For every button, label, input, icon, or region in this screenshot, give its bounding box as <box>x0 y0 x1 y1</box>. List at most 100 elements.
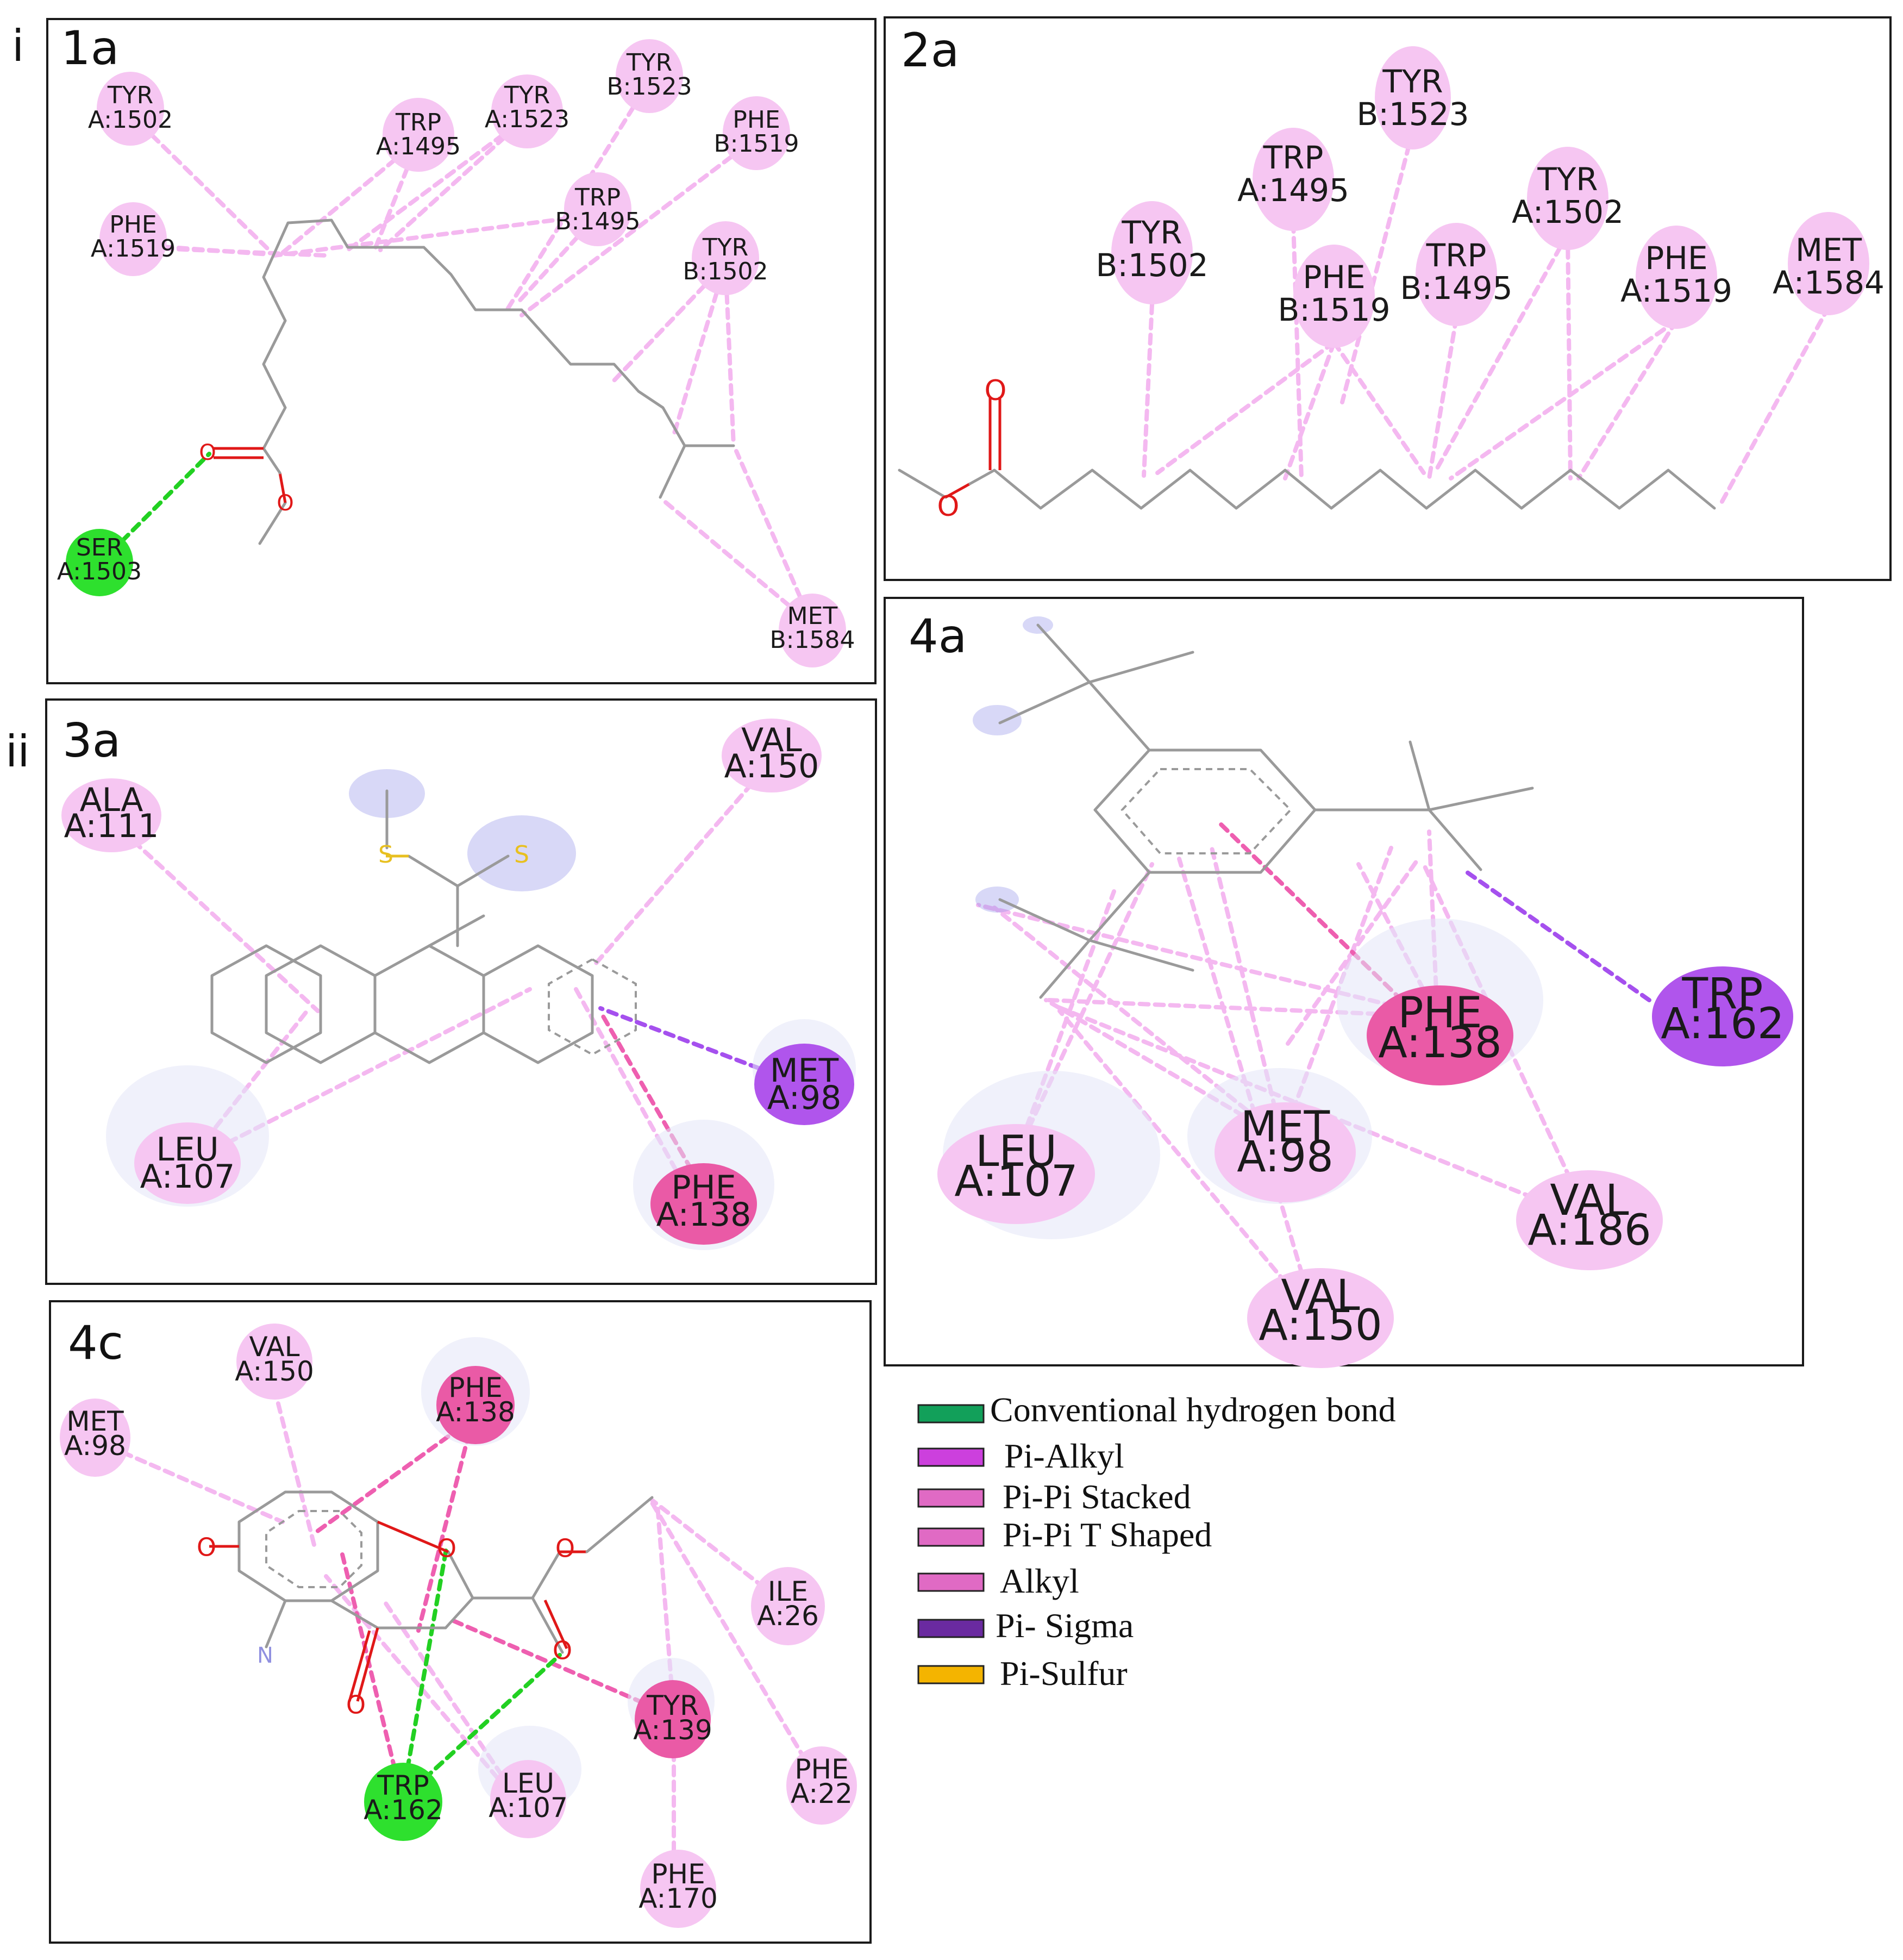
svg-text:MET: MET <box>1795 232 1862 269</box>
residue-trp-a162: TRP A:162 <box>364 1763 443 1841</box>
svg-text:A:1503: A:1503 <box>57 558 142 585</box>
svg-text:A:107: A:107 <box>140 1158 235 1196</box>
svg-text:A:98: A:98 <box>64 1430 126 1462</box>
panel-2a-interactions <box>1142 128 1831 508</box>
svg-text:B:1495: B:1495 <box>555 208 641 235</box>
oxygen-atom: O <box>937 490 960 523</box>
svg-text:VAL: VAL <box>1281 1271 1360 1320</box>
svg-text:B:1502: B:1502 <box>1096 247 1209 284</box>
oxygen-atom: O <box>555 1534 575 1563</box>
svg-text:B:1519: B:1519 <box>714 130 799 158</box>
svg-text:A:1495: A:1495 <box>376 133 461 160</box>
sulfur-atom: S <box>378 841 393 869</box>
residue-ile-a26: ILE A:26 <box>751 1567 825 1645</box>
svg-text:A:26: A:26 <box>757 1600 819 1632</box>
svg-text:A:138: A:138 <box>1378 1019 1501 1068</box>
panel-label-1a: 1a <box>61 21 119 76</box>
residue-tyr-b1502: TYR B:1502 <box>1096 201 1209 304</box>
panel-1a-interactions <box>98 79 815 627</box>
residue-tyr-a1502: TYR A:1502 <box>1512 147 1624 250</box>
panel-4a-residues: PHE A:138 TRP A:162 LEU A:107 MET A:98 V… <box>937 966 1793 1368</box>
svg-text:A:138: A:138 <box>436 1396 515 1428</box>
svg-text:TYR: TYR <box>1537 161 1598 198</box>
panel-label-3a: 3a <box>62 714 121 768</box>
svg-text:A:22: A:22 <box>791 1778 853 1809</box>
svg-text:B:1523: B:1523 <box>607 73 692 101</box>
svg-text:Conventional hydrogen bond: Conventional hydrogen bond <box>990 1390 1396 1429</box>
residue-trp-b1495: TRP B:1495 <box>555 172 641 246</box>
svg-text:A:1584: A:1584 <box>1773 264 1885 301</box>
oxygen-atom: O <box>277 491 293 516</box>
residue-val-a150: VAL A:150 <box>1247 1268 1394 1368</box>
svg-text:VAL: VAL <box>249 1331 299 1363</box>
svg-text:TRP: TRP <box>1426 237 1487 274</box>
residue-val-a186: VAL A:186 <box>1516 1170 1663 1270</box>
residue-tyr-b1523: TYR B:1523 <box>607 39 692 113</box>
svg-text:A:1519: A:1519 <box>91 235 176 263</box>
legend-item-conventional-hydrogen-bond: Conventional hydrogen bond <box>917 1390 1396 1429</box>
svg-text:A:186: A:186 <box>1528 1206 1651 1255</box>
residue-trp-b1495: TRP B:1495 <box>1400 223 1512 326</box>
oxygen-atom: O <box>553 1636 572 1665</box>
panel-label-4c: 4c <box>68 1316 123 1370</box>
svg-text:LEU: LEU <box>502 1768 554 1799</box>
legend-item-pi-alkyl: Pi-Alkyl <box>917 1437 1124 1475</box>
legend-item-pi-sulfur: Pi-Sulfur <box>917 1654 1128 1693</box>
residue-met-b1584: MET B:1584 <box>770 594 855 667</box>
panel-label-4a: 4a <box>909 609 967 664</box>
svg-text:PHE: PHE <box>671 1169 736 1207</box>
svg-text:TRP: TRP <box>1263 139 1324 176</box>
svg-text:PHE: PHE <box>448 1372 502 1403</box>
residue-met-a98: MET A:98 <box>60 1399 130 1477</box>
residue-tyr-a1502: TYR A:1502 <box>88 72 173 146</box>
svg-text:A:107: A:107 <box>489 1792 568 1824</box>
oxygen-atom: O <box>437 1534 456 1563</box>
section-label-i: i <box>12 21 24 71</box>
svg-text:ALA: ALA <box>80 781 143 819</box>
svg-text:A:1523: A:1523 <box>485 105 569 133</box>
svg-text:PHE: PHE <box>109 211 157 239</box>
svg-text:MET: MET <box>66 1406 124 1437</box>
svg-text:PHE: PHE <box>794 1753 848 1785</box>
panel-3a-residues: ALA A:111 VAL A:150 MET A:98 LEU A:107 P… <box>61 719 854 1245</box>
legend-item-pi-sigma: Pi- Sigma <box>917 1606 1134 1645</box>
panel-2a-frame <box>884 16 1892 581</box>
residue-phe-a138: PHE A:138 <box>436 1366 515 1444</box>
svg-text:MET: MET <box>770 1052 839 1090</box>
svg-text:TYR: TYR <box>1121 214 1182 251</box>
panel-4c-frame <box>49 1300 872 1944</box>
svg-text:TYR: TYR <box>646 1690 699 1721</box>
sulfur-atom: S <box>514 841 529 869</box>
residue-trp-a162: TRP A:162 <box>1652 966 1793 1066</box>
svg-text:B:1502: B:1502 <box>683 258 768 285</box>
svg-text:A:162: A:162 <box>1661 1000 1784 1048</box>
panel-1a-frame <box>46 18 877 684</box>
residue-met-a1584: MET A:1584 <box>1773 212 1885 315</box>
svg-text:TRP: TRP <box>395 109 441 136</box>
svg-text:PHE: PHE <box>733 106 780 134</box>
residue-tyr-a1523: TYR A:1523 <box>485 74 569 148</box>
panel-1a-residues: TYR A:1502 PHE A:1519 TRP A:1495 TYR A:1… <box>57 39 855 667</box>
svg-text:PHE: PHE <box>651 1858 705 1890</box>
residue-phe-a138: PHE A:138 <box>650 1163 757 1245</box>
svg-text:B:1519: B:1519 <box>1278 291 1391 328</box>
legend-item-alkyl: Alkyl <box>917 1562 1079 1600</box>
svg-text:A:111: A:111 <box>64 807 159 845</box>
svg-text:VAL: VAL <box>1550 1176 1629 1225</box>
svg-text:VAL: VAL <box>741 721 802 759</box>
svg-text:LEU: LEU <box>975 1127 1057 1176</box>
residue-ala-a111: ALA A:111 <box>61 778 161 852</box>
residue-val-a150: VAL A:150 <box>235 1324 314 1400</box>
panel-3a-frame <box>45 698 877 1285</box>
panel-2a-residues: TYR B:1523 TRP A:1495 TYR A:1502 TYR B:1… <box>1096 46 1885 348</box>
svg-text:A:1495: A:1495 <box>1237 172 1349 209</box>
residue-phe-a1519: PHE A:1519 <box>91 202 176 276</box>
svg-text:MET: MET <box>1241 1103 1330 1152</box>
legend-item-pi-pi-stacked: Pi-Pi Stacked <box>917 1477 1191 1516</box>
svg-text:Pi- Sigma: Pi- Sigma <box>996 1606 1134 1645</box>
svg-text:TYR: TYR <box>1382 63 1443 100</box>
residue-phe-b1519: PHE B:1519 <box>1278 245 1391 348</box>
electron-cloud <box>467 815 576 891</box>
svg-text:Pi-Pi T Shaped: Pi-Pi T Shaped <box>1003 1515 1212 1554</box>
